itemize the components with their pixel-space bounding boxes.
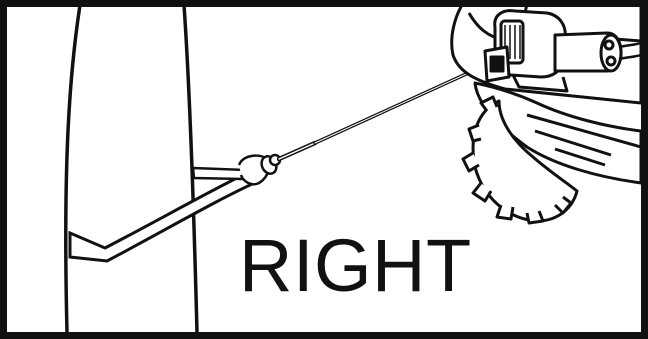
tree-trunk [66, 7, 197, 332]
tree-strap [70, 168, 259, 261]
winch-hook [239, 154, 280, 184]
direction-label: RIGHT [239, 229, 472, 303]
